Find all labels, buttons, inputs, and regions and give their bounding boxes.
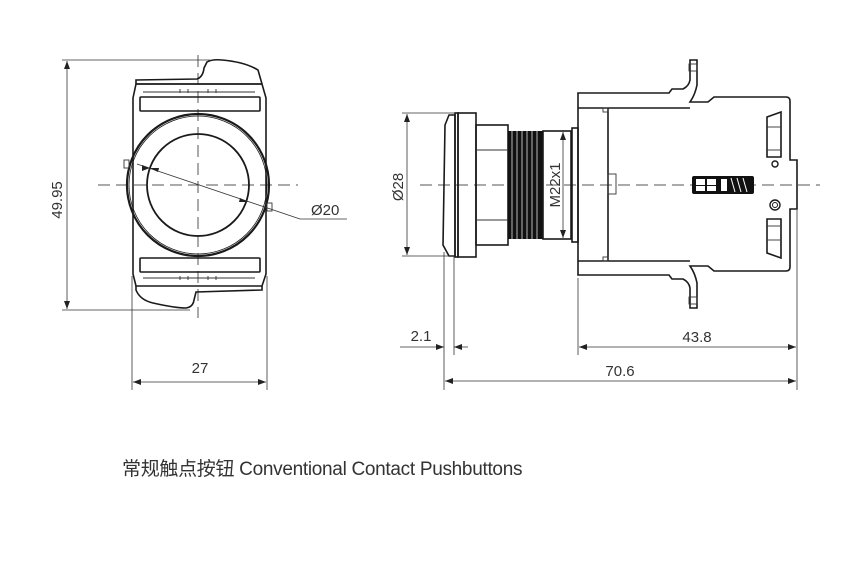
caption: 常规触点按钮 Conventional Contact Pushbuttons bbox=[122, 459, 523, 480]
side-view: M22x1 bbox=[390, 59, 820, 390]
contact-block bbox=[577, 59, 798, 309]
thickness-2-1-label: 2.1 bbox=[411, 328, 432, 345]
front-view: Ø20 49.95 27 bbox=[49, 55, 347, 390]
right-nub bbox=[266, 202, 273, 212]
thread bbox=[508, 131, 543, 239]
width-27-label: 27 bbox=[192, 360, 209, 377]
contact-marker bbox=[692, 176, 754, 194]
front-body bbox=[132, 83, 267, 287]
diameter-20-label: Ø20 bbox=[311, 202, 339, 219]
bottom-latch bbox=[135, 286, 263, 309]
bottom-slot bbox=[139, 257, 261, 273]
thread-shank bbox=[542, 130, 572, 240]
height-49-95-label: 49.95 bbox=[49, 181, 66, 219]
screw-hole bbox=[769, 199, 781, 211]
top-slot bbox=[139, 96, 261, 112]
diameter-28-label: Ø28 bbox=[390, 173, 407, 201]
length-70-6-label: 70.6 bbox=[605, 363, 634, 380]
left-nub bbox=[123, 159, 130, 169]
button-circle bbox=[146, 133, 250, 237]
thread-m22x1-label: M22x1 bbox=[547, 162, 564, 207]
lower-slot bbox=[766, 218, 782, 260]
bezel-circle bbox=[125, 112, 271, 258]
length-43-8-label: 43.8 bbox=[682, 329, 711, 346]
upper-slot bbox=[766, 110, 782, 158]
top-latch bbox=[135, 58, 263, 85]
